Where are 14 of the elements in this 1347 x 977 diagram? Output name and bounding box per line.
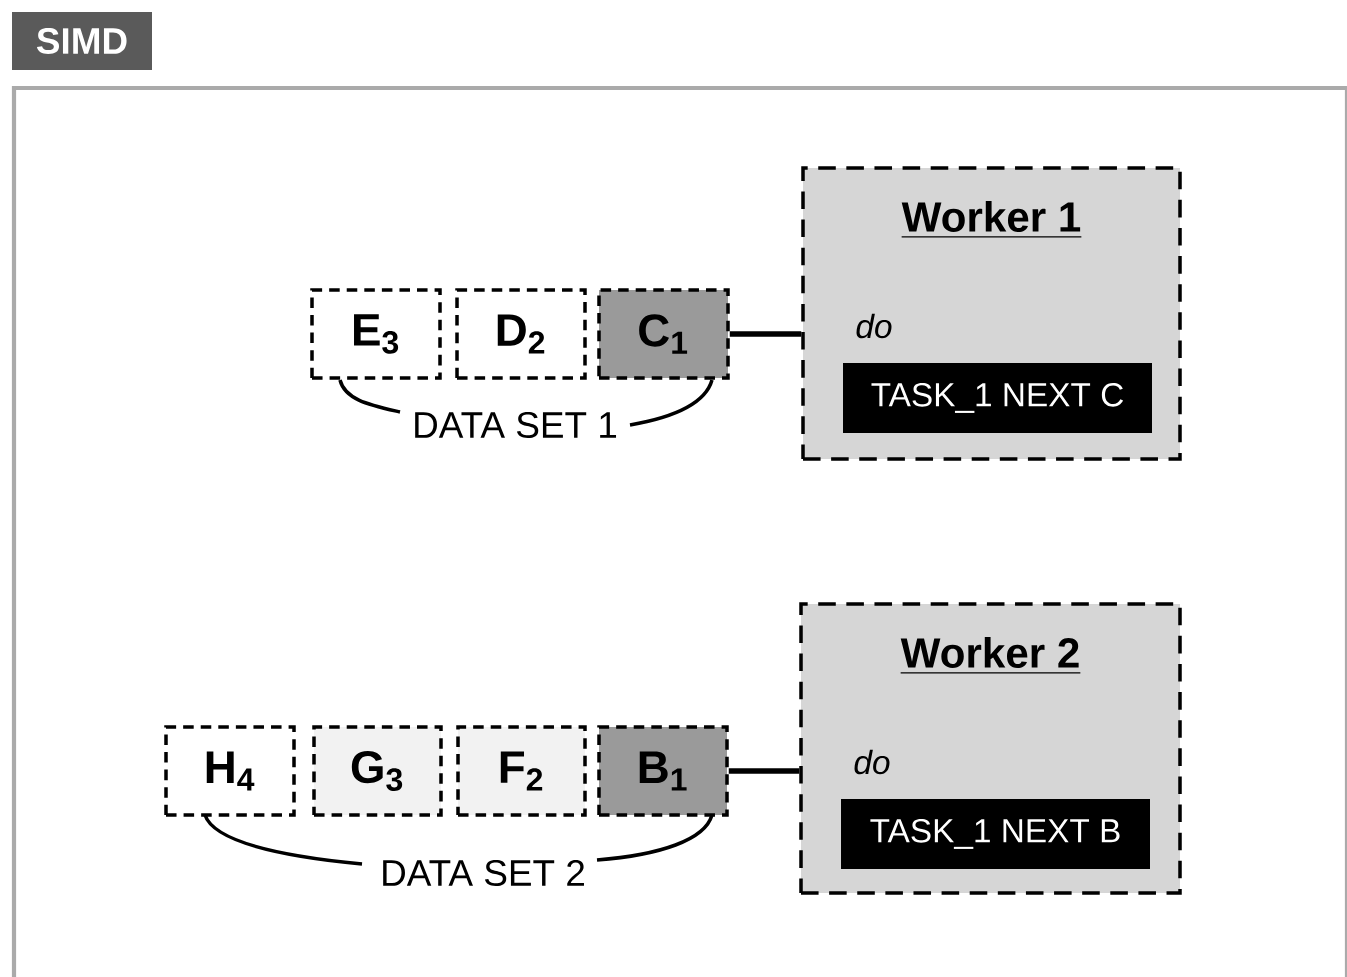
data-cell: C$_{1}$ <box>597 288 730 380</box>
data-cell: B$_{1}$ <box>597 725 729 817</box>
task-bar: TASK_1 NEXT B <box>841 799 1150 869</box>
data-cell: G$_{3}$ <box>312 725 443 817</box>
data-cell: H$_{4}$ <box>164 725 296 817</box>
data-set-label: DATA SET 1 <box>415 411 617 439</box>
data-cell: E$_{3}$ <box>310 288 442 380</box>
task-bar: TASK_1 NEXT C <box>843 363 1152 433</box>
data-set-label: DATA SET 2 <box>383 859 584 887</box>
data-cell: F$_{2}$ <box>456 725 587 817</box>
title-tab: SIMD <box>12 12 152 70</box>
connector-line <box>729 331 802 337</box>
data-cell: D$_{2}$ <box>455 288 587 380</box>
connector-line <box>728 768 800 774</box>
